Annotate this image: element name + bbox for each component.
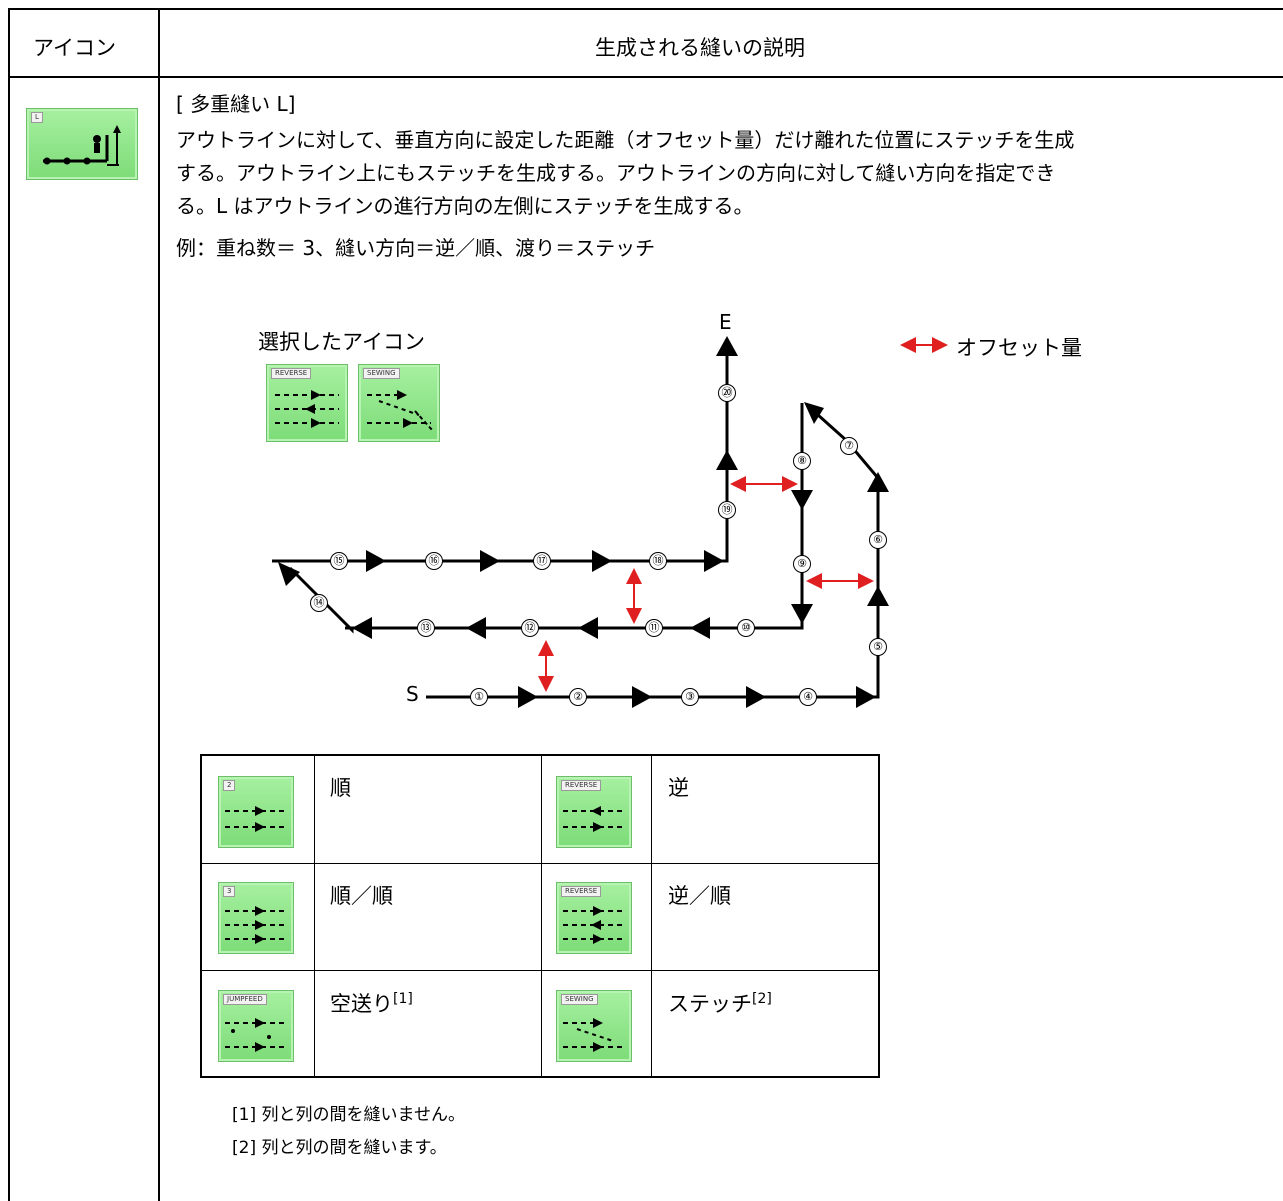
icon-tab: JUMPFEED — [223, 994, 267, 1005]
step-number: ⑪ — [645, 619, 663, 637]
option-label: ステッチ[2] — [668, 991, 772, 1016]
step-number: ⑬ — [417, 619, 435, 637]
description-line-2: する。アウトライン上にもステッチを生成する。アウトラインの方向に対して縫い方向を… — [176, 161, 1056, 185]
header-description-column: 生成される縫いの説明 — [595, 36, 805, 60]
step-number: ⑲ — [718, 501, 736, 519]
option-label: 順／順 — [330, 884, 393, 908]
description-line-3: る。L はアウトラインの進行方向の左側にステッチを生成する。 — [176, 194, 754, 218]
dashed-arrows-glyph — [563, 906, 625, 944]
option-label: 順 — [330, 776, 351, 800]
step-number: ③ — [681, 688, 699, 706]
footnote-1: [1] 列と列の間を縫いません。 — [232, 1105, 465, 1125]
jump-feed-icon: JUMPFEED — [218, 990, 294, 1062]
multi-sewing-l-icon: L — [26, 108, 138, 180]
icon-tab: 2 — [223, 780, 236, 791]
step-number: ⑳ — [718, 384, 736, 402]
step-number: ⑱ — [649, 552, 667, 570]
icon-tab: REVERSE — [561, 780, 602, 791]
option-label: 逆 — [668, 776, 689, 800]
table-column-divider — [158, 8, 160, 1201]
option-label: 逆／順 — [668, 884, 731, 908]
forward-icon: 2 — [218, 776, 294, 848]
step-number: ⑯ — [425, 552, 443, 570]
example-text: 例：重ね数＝ 3、縫い方向＝逆／順、渡り＝ステッチ — [176, 236, 656, 260]
description-line-1: アウトラインに対して、垂直方向に設定した距離（オフセット量）だけ離れた位置にステ… — [176, 128, 1075, 152]
table-header-divider — [8, 76, 1283, 78]
icon-tab: REVERSE — [561, 886, 602, 897]
table-border-left — [8, 8, 10, 1201]
dashed-arrows-glyph — [563, 806, 625, 832]
step-number: ⑨ — [793, 555, 811, 573]
start-label: S — [406, 682, 419, 706]
step-number: ④ — [799, 688, 817, 706]
step-number: ⑦ — [840, 437, 858, 455]
step-number: ⑰ — [533, 552, 551, 570]
sewing-glyph — [367, 390, 434, 432]
step-number: ① — [470, 688, 488, 706]
dashed-arrows-glyph — [225, 906, 287, 944]
reverse-icon: REVERSE — [556, 776, 632, 848]
direction-arrowheads — [278, 336, 889, 708]
step-number: ⑭ — [310, 594, 328, 612]
step-number: ⑤ — [869, 638, 887, 656]
reverse-icon: REVERSE — [266, 364, 348, 442]
step-number: ⑫ — [521, 619, 539, 637]
step-number: ⑮ — [330, 552, 348, 570]
offset-arrows — [538, 337, 948, 692]
end-label: E — [719, 310, 732, 334]
step-number: ⑩ — [737, 619, 755, 637]
step-number: ② — [569, 688, 587, 706]
reverse-forward-icon: REVERSE — [556, 882, 632, 954]
icon-tab: SEWING — [363, 368, 400, 379]
icon-tab: L — [31, 112, 43, 123]
icon-tab: REVERSE — [271, 368, 312, 379]
option-label: 空送り[1] — [330, 991, 413, 1016]
step-number: ⑧ — [793, 452, 811, 470]
outline-stitch-glyph — [43, 125, 121, 166]
dashed-arrows-glyph — [225, 806, 287, 832]
reverse-order-glyph — [275, 390, 339, 428]
dashed-arrows-glyph — [225, 1018, 287, 1052]
dashed-arrows-glyph — [563, 1018, 625, 1052]
header-icon-column: アイコン — [33, 36, 116, 60]
selected-icons-label: 選択したアイコン — [258, 330, 425, 354]
step-number: ⑥ — [869, 531, 887, 549]
section-title: [ 多重縫い L] — [176, 92, 296, 116]
stitch-path-lines — [272, 340, 880, 699]
table-border-top — [8, 8, 1283, 10]
sewing-icon: SEWING — [556, 990, 632, 1062]
footnote-2: [2] 列と列の間を縫います。 — [232, 1138, 447, 1158]
options-table — [200, 754, 880, 1078]
icon-tab: 3 — [223, 886, 236, 897]
offset-legend-label: オフセット量 — [956, 336, 1082, 360]
forward-forward-icon: 3 — [218, 882, 294, 954]
sewing-icon: SEWING — [358, 364, 440, 442]
icon-tab: SEWING — [561, 994, 598, 1005]
